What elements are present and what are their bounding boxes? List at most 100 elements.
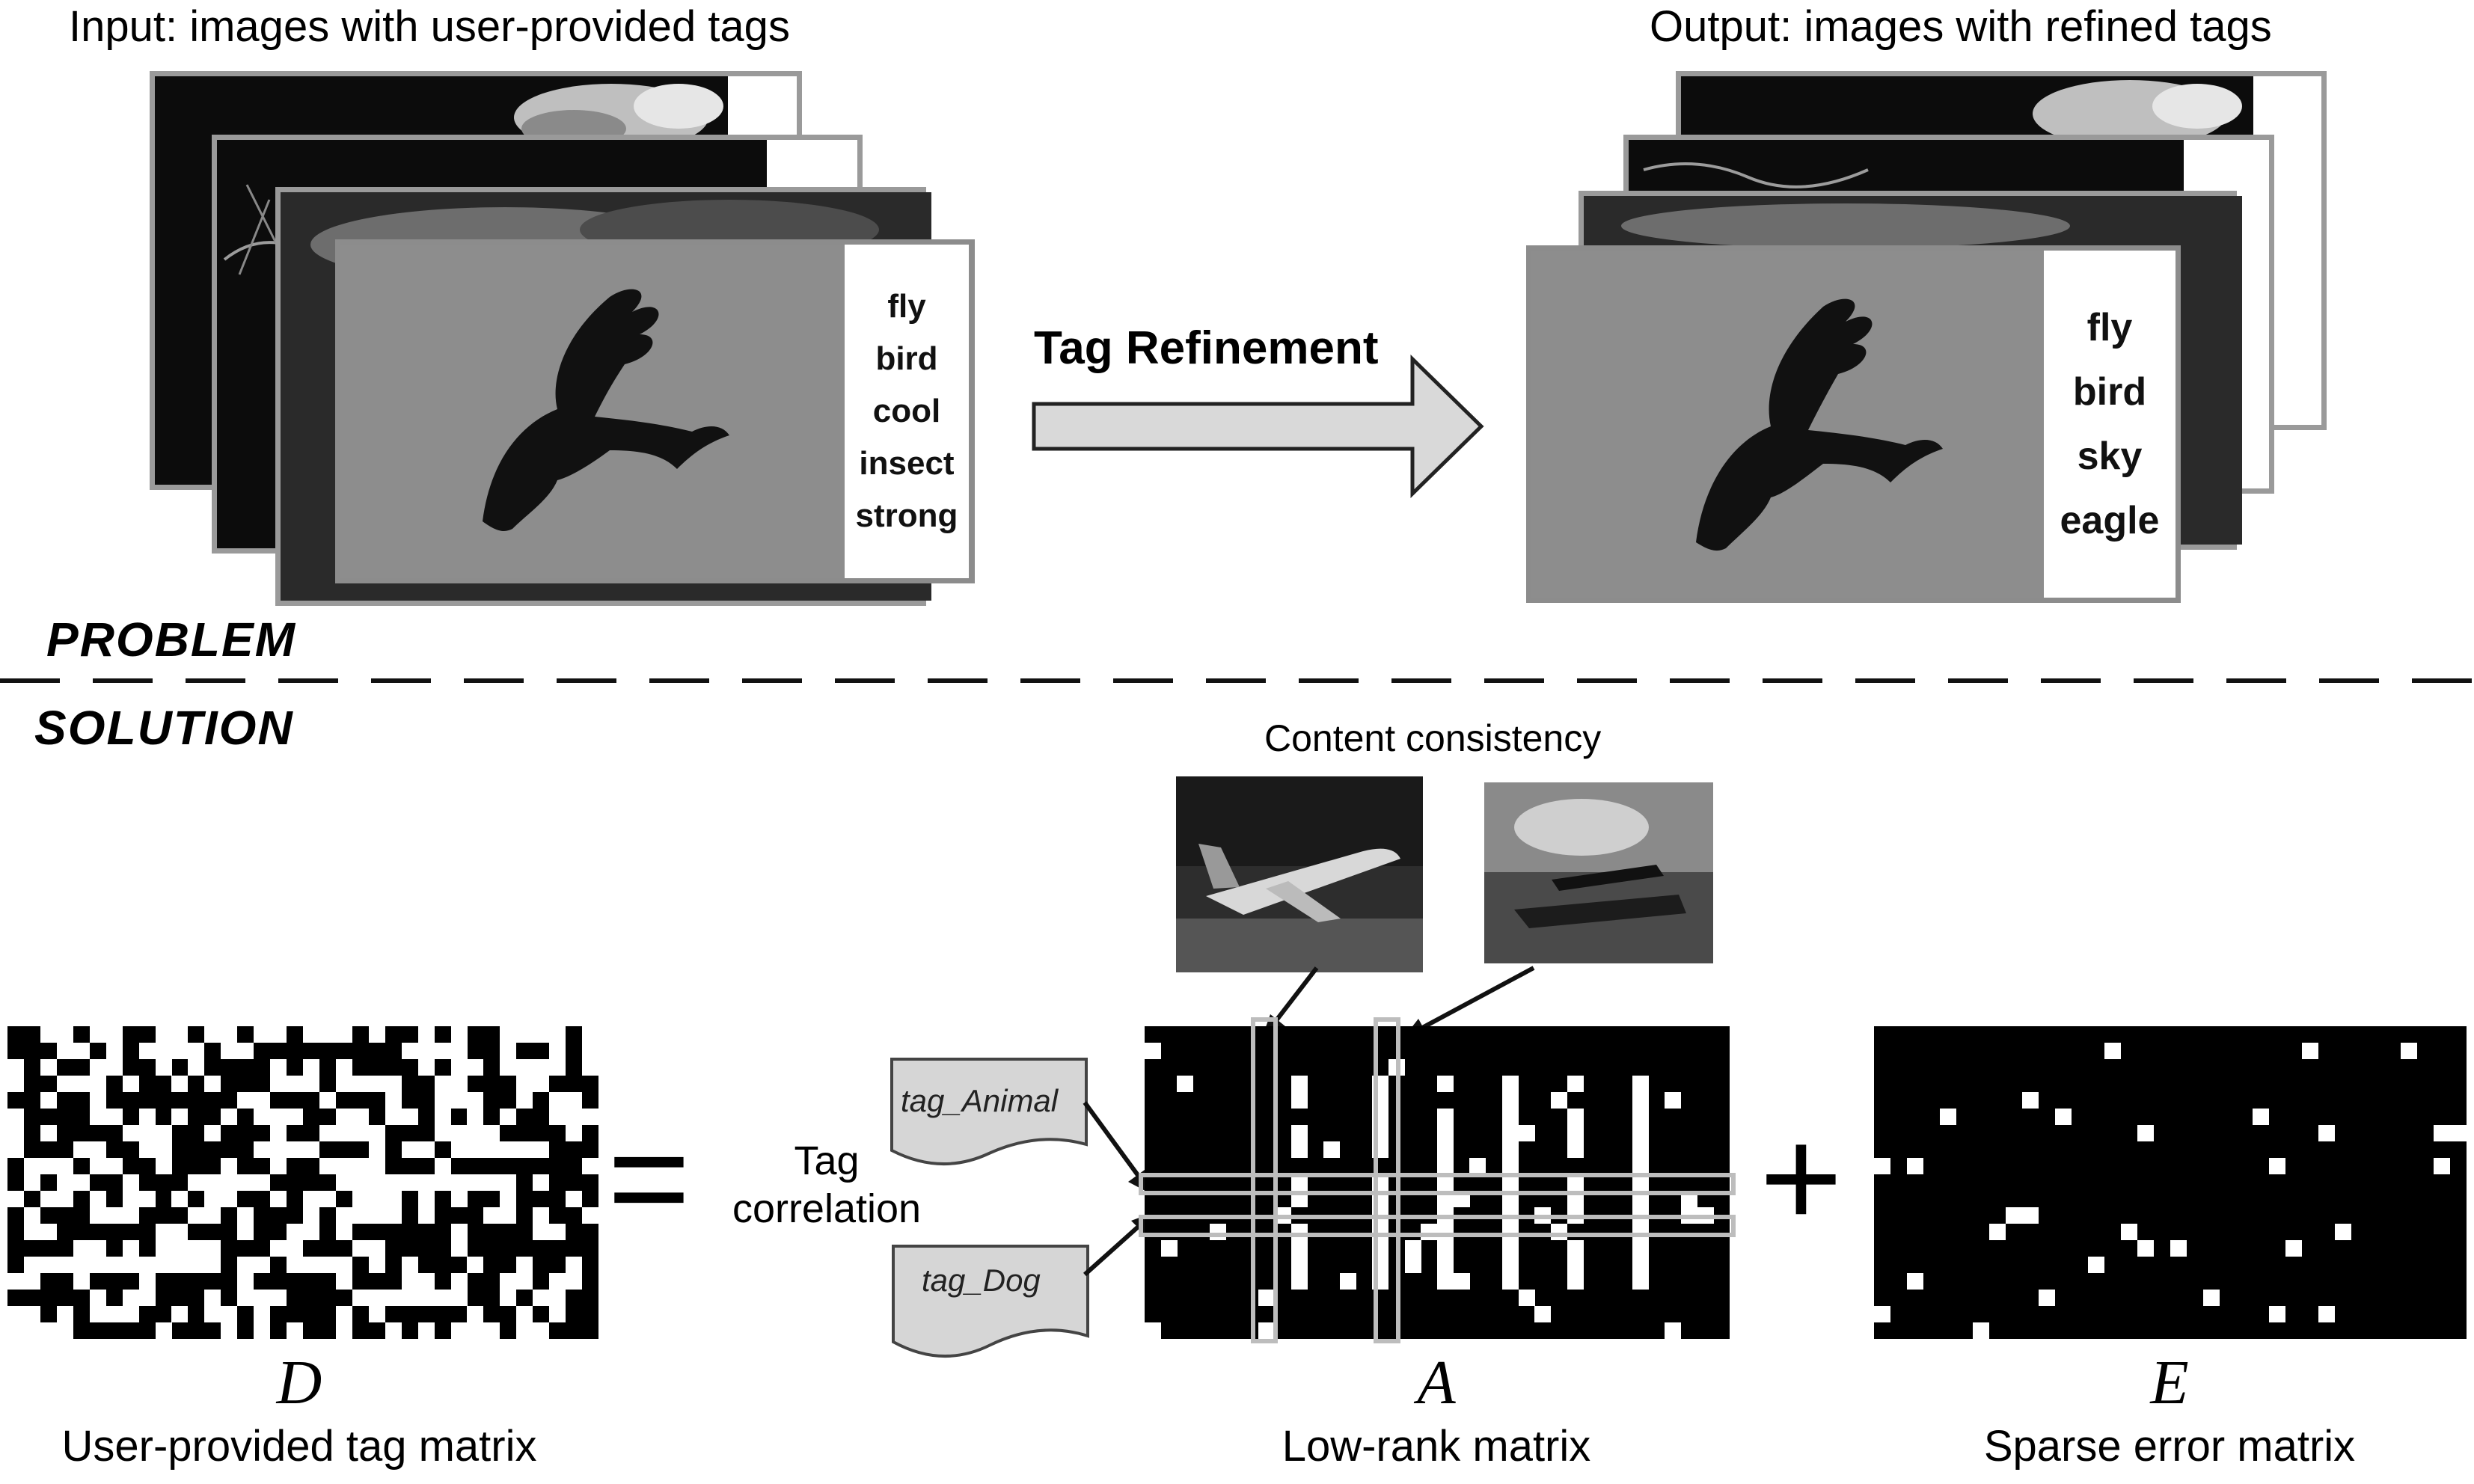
matrix-cell (270, 1076, 287, 1092)
matrix-cell (500, 1059, 517, 1076)
matrix-cell (417, 1141, 435, 1158)
matrix-cell (1907, 1273, 1923, 1290)
matrix-cell (7, 1322, 24, 1339)
solution-label: SOLUTION (34, 701, 294, 755)
matrix-cell (56, 1043, 73, 1059)
matrix-cell (1632, 1125, 1649, 1141)
matrix-cell (287, 1257, 304, 1273)
matrix-cell (73, 1141, 90, 1158)
matrix-cell (533, 1322, 550, 1339)
matrix-cell (23, 1306, 40, 1322)
input-tag: fly (887, 288, 926, 325)
matrix-cell (582, 1043, 599, 1059)
matrix-cell (483, 1141, 500, 1158)
matrix-cell (401, 1273, 418, 1290)
matrix-cell (122, 1076, 139, 1092)
matrix-cell (368, 1174, 385, 1191)
matrix-cell (221, 1158, 238, 1174)
matrix-cell (450, 1273, 468, 1290)
matrix-cell (500, 1141, 517, 1158)
input-tag: strong (855, 497, 958, 534)
matrix-cell (1632, 1273, 1649, 1290)
matrix-cell (500, 1273, 517, 1290)
airplane-photo-2 (1484, 782, 1713, 963)
matrix-cell (1989, 1224, 2006, 1240)
matrix-cell (89, 1026, 106, 1043)
problem-label: PROBLEM (46, 613, 296, 666)
matrix-cell (89, 1207, 106, 1224)
matrix-cell (122, 1191, 139, 1207)
matrix-cell (2104, 1043, 2121, 1059)
matrix-cell (105, 1306, 123, 1322)
matrix-cell (155, 1257, 172, 1273)
matrix-cell (450, 1043, 468, 1059)
matrix-cell (549, 1290, 566, 1306)
matrix-cell (2088, 1257, 2104, 1273)
matrix-cell (171, 1026, 189, 1043)
matrix-cell (549, 1043, 566, 1059)
matrix-cell (1632, 1109, 1649, 1125)
matrix-cell (254, 1141, 271, 1158)
matrix-cell (1973, 1322, 1989, 1339)
tag-correlation-label: Tag correlation (726, 1137, 928, 1233)
matrix-cell (1501, 1158, 1519, 1174)
matrix-cell (89, 1158, 106, 1174)
matrix-cell (467, 1109, 484, 1125)
matrix-cell (434, 1290, 451, 1306)
matrix-cell (1437, 1273, 1454, 1290)
matrix-cell (155, 1059, 172, 1076)
matrix-cell (303, 1026, 319, 1043)
airplane-icon (1176, 776, 1423, 972)
matrix-cell (2022, 1207, 2039, 1224)
matrix-cell (319, 1125, 336, 1141)
matrix-cell (335, 1207, 352, 1224)
matrix-cell (582, 1109, 599, 1125)
matrix-cell (352, 1125, 369, 1141)
matrix-cell (335, 1125, 352, 1141)
matrix-cell (287, 1224, 304, 1240)
matrix-cell (483, 1174, 500, 1191)
matrix-cell (7, 1306, 24, 1322)
matrix-cell (1177, 1076, 1194, 1092)
matrix-cell (1437, 1109, 1454, 1125)
matrix-E-caption: Sparse error matrix (1983, 1422, 2356, 1471)
matrix-cell (352, 1158, 369, 1174)
matrix-cell (89, 1141, 106, 1158)
matrix-cell (335, 1109, 352, 1125)
matrix-cell (2137, 1125, 2154, 1141)
matrix-cell (352, 1191, 369, 1207)
matrix-cell (500, 1191, 517, 1207)
matrix-cell (2434, 1158, 2450, 1174)
matrix-cell (467, 1092, 484, 1109)
cloud-photo-icon (2033, 80, 2242, 147)
matrix-cell (368, 1125, 385, 1141)
matrix-cell (1501, 1257, 1519, 1273)
plus-sign: + (1760, 1099, 1843, 1257)
matrix-cell (566, 1191, 583, 1207)
matrix-cell (56, 1306, 73, 1322)
matrix-cell (138, 1141, 156, 1158)
matrix-cell (7, 1109, 24, 1125)
matrix-cell (1469, 1158, 1486, 1174)
matrix-cell (73, 1174, 90, 1191)
matrix-cell (221, 1306, 238, 1322)
matrix-cell (467, 1257, 484, 1273)
matrix-cell (73, 1257, 90, 1273)
matrix-cell (1940, 1109, 1956, 1125)
matrix-cell (188, 1207, 205, 1224)
matrix-cell (303, 1059, 319, 1076)
seaplane-icon (1484, 782, 1713, 928)
matrix-cell (467, 1306, 484, 1322)
output-tag: eagle (2060, 499, 2160, 542)
matrix-cell (2318, 1125, 2335, 1141)
matrix-cell (105, 1026, 123, 1043)
matrix-cell (155, 1322, 172, 1339)
eagle-silhouette-icon (1696, 298, 1943, 551)
matrix-cell (582, 1158, 599, 1174)
note-animal-shape (890, 1058, 1088, 1165)
matrix-cell (105, 1158, 123, 1174)
matrix-cell (450, 1092, 468, 1109)
matrix-cell (56, 1026, 73, 1043)
matrix-cell (483, 1322, 500, 1339)
matrix-cell (1145, 1043, 1161, 1059)
